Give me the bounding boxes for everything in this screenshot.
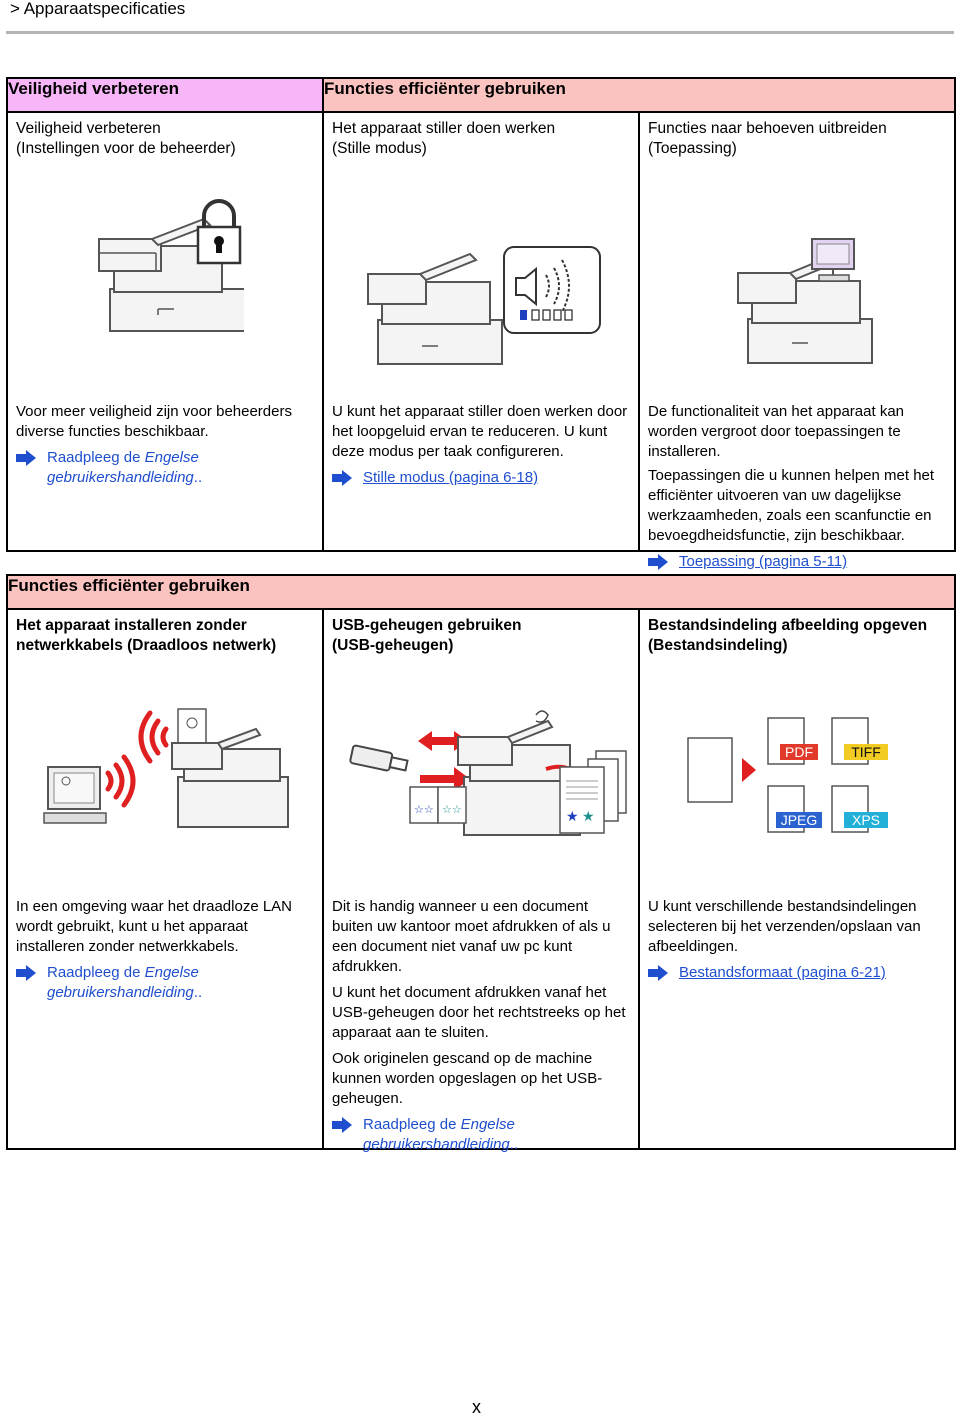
description-paragraph: Dit is handig wanneer u een document bui…	[332, 898, 611, 975]
feature-description: In een omgeving waar het draadloze LAN w…	[16, 897, 316, 1003]
feature-table-1: Veiligheid verbeteren Functies efficiënt…	[6, 77, 956, 570]
feature-title-line2: (Bestandsindeling)	[648, 637, 788, 654]
svg-text:★: ★	[582, 809, 595, 825]
description-paragraph: Ook originelen gescand op de machine kun…	[332, 1050, 603, 1107]
link-quiet-mode[interactable]: Stille modus (pagina 6-18)	[363, 469, 539, 486]
feature-description: Voor meer veiligheid zijn voor beheerder…	[16, 402, 316, 488]
arrow-right-icon	[16, 965, 36, 981]
feature-description: Dit is handig wanneer u een document bui…	[332, 897, 632, 1155]
svg-text:☆☆: ☆☆	[414, 803, 434, 816]
feature-cell-file-format: Bestandsindeling afbeelding opgeven (Bes…	[638, 608, 956, 1150]
feature-title: Het apparaat installeren zonder netwerkk…	[16, 616, 316, 656]
usb-printer-illustration: ☆☆ ☆☆ ★ ★	[349, 710, 627, 836]
feature-title-line1: Veiligheid verbeteren	[16, 120, 161, 137]
feature-title-line1: Het apparaat installeren zonder	[16, 617, 247, 634]
svg-text:★: ★	[566, 809, 579, 825]
description-paragraph: Voor meer veiligheid zijn voor beheerder…	[16, 403, 292, 440]
feature-title-line2: (Toepassing)	[648, 140, 737, 157]
feature-title-line1: Bestandsindeling afbeelding opgeven	[648, 617, 928, 634]
format-label-xps: XPS	[852, 812, 880, 828]
reference-manual: Raadpleeg de Engelse gebruikershandleidi…	[16, 963, 316, 1003]
format-label-jpeg: JPEG	[781, 812, 818, 828]
feature-table-2: Functies efficiënter gebruiken Het appar…	[6, 574, 956, 1153]
feature-title-line2: (USB-geheugen)	[332, 637, 454, 654]
feature-title-line2: (Stille modus)	[332, 140, 427, 157]
section-header-security: Veiligheid verbeteren	[6, 77, 324, 113]
printer-sound-illustration	[367, 246, 601, 365]
arrow-right-icon	[332, 1117, 352, 1133]
reference-link: Stille modus (pagina 6-18)	[332, 468, 632, 488]
description-paragraph: Toepassingen die u kunnen helpen met het…	[648, 467, 935, 544]
reference-link: Bestandsformaat (pagina 6-21)	[648, 963, 948, 983]
feature-title-line1: Functies naar behoeven uitbreiden	[648, 120, 887, 137]
feature-cell-wireless: Het apparaat installeren zonder netwerkk…	[6, 608, 324, 1150]
feature-description: De functionaliteit van het apparaat kan …	[648, 402, 948, 572]
description-paragraph: De functionaliteit van het apparaat kan …	[648, 403, 905, 460]
feature-title: Functies naar behoeven uitbreiden (Toepa…	[648, 119, 948, 159]
feature-title: Veiligheid verbeteren (Instellingen voor…	[16, 119, 316, 159]
feature-title: Het apparaat stiller doen werken (Stille…	[332, 119, 632, 159]
feature-cell-usb: USB-geheugen gebruiken (USB-geheugen)	[322, 608, 640, 1153]
link-file-format[interactable]: Bestandsformaat (pagina 6-21)	[679, 964, 886, 981]
reference-manual: Raadpleeg de Engelse gebruikershandleidi…	[332, 1115, 632, 1155]
arrow-right-icon	[648, 965, 668, 981]
feature-title-line1: Het apparaat stiller doen werken	[332, 120, 556, 137]
description-paragraph: U kunt verschillende bestandsindelingen …	[648, 898, 921, 955]
link-application[interactable]: Toepassing (pagina 5-11)	[679, 553, 848, 570]
svg-text:☆☆: ☆☆	[442, 803, 462, 816]
breadcrumb: > Apparaatspecificaties	[10, 0, 186, 18]
description-paragraph: U kunt het document afdrukken vanaf het …	[332, 984, 626, 1041]
feature-title-line2: netwerkkabels (Draadloos netwerk)	[16, 637, 277, 654]
printer-panel-illustration	[737, 238, 873, 364]
file-format-illustration: PDF TIFF JPEG XPS	[687, 717, 888, 833]
format-label-pdf: PDF	[785, 744, 813, 760]
feature-title-line2: (Instellingen voor de beheerder)	[16, 140, 236, 157]
arrow-right-icon	[648, 554, 668, 570]
page-number: x	[472, 1397, 481, 1417]
feature-description: U kunt verschillende bestandsindelingen …	[648, 897, 948, 983]
feature-cell-application: Functies naar behoeven uitbreiden (Toepa…	[638, 111, 956, 570]
header-rule	[6, 31, 954, 34]
arrow-right-icon	[16, 450, 36, 466]
format-label-tiff: TIFF	[851, 744, 881, 760]
feature-cell-quiet-mode: Het apparaat stiller doen werken (Stille…	[322, 111, 640, 552]
feature-title: USB-geheugen gebruiken (USB-geheugen)	[332, 616, 632, 656]
description-paragraph: U kunt het apparaat stiller doen werken …	[332, 403, 628, 460]
printer-lock-illustration	[98, 199, 244, 332]
reference-link: Toepassing (pagina 5-11)	[648, 552, 948, 572]
reference-manual: Raadpleeg de Engelse gebruikershandleidi…	[16, 448, 316, 488]
feature-cell-security: Veiligheid verbeteren (Instellingen voor…	[6, 111, 324, 552]
feature-title-line1: USB-geheugen gebruiken	[332, 617, 522, 634]
section-header-efficiency: Functies efficiënter gebruiken	[322, 77, 956, 113]
description-paragraph: In een omgeving waar het draadloze LAN w…	[16, 898, 293, 955]
feature-title: Bestandsindeling afbeelding opgeven (Bes…	[648, 616, 948, 656]
section-header-efficiency: Functies efficiënter gebruiken	[6, 574, 956, 610]
wireless-printer-illustration	[43, 708, 289, 828]
arrow-right-icon	[332, 470, 352, 486]
feature-description: U kunt het apparaat stiller doen werken …	[332, 402, 632, 488]
